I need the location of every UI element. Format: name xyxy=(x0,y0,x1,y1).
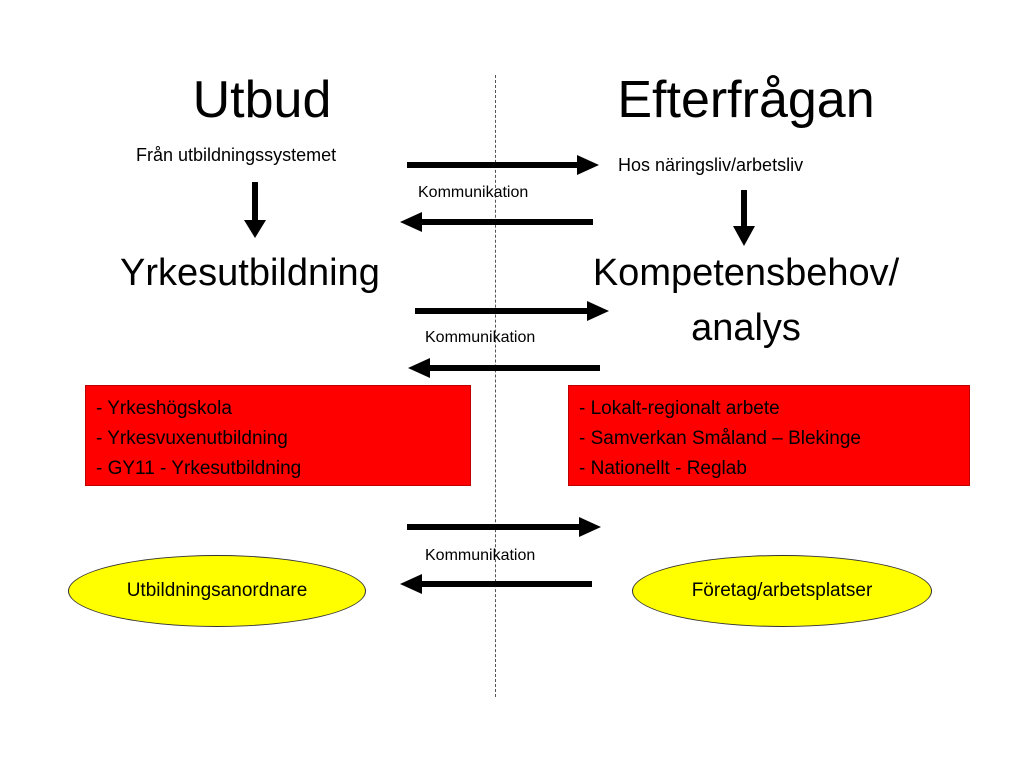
right-source-label: Hos näringsliv/arbetsliv xyxy=(618,155,804,175)
communication-label-1: Kommunikation xyxy=(418,184,529,201)
right-red-box: - Lokalt-regionalt arbete - Samverkan Sm… xyxy=(568,385,970,486)
left-title: Utbud xyxy=(192,71,332,129)
arrow-left-2 xyxy=(408,358,600,378)
right-actor-label: Företag/arbetsplatser xyxy=(691,580,873,601)
arrow-left-1 xyxy=(400,212,593,232)
arrow-right-3 xyxy=(407,517,601,537)
left-item-3: - GY11 - Yrkesutbildning xyxy=(96,458,302,479)
right-item-2: - Samverkan Småland – Blekinge xyxy=(579,428,861,449)
arrow-left-3 xyxy=(400,574,592,594)
right-item-1: - Lokalt-regionalt arbete xyxy=(579,398,780,419)
right-title: Efterfrågan xyxy=(617,71,875,129)
arrow-right-1 xyxy=(407,155,599,175)
left-red-box: - Yrkeshögskola - Yrkesvuxenutbildning -… xyxy=(85,385,471,486)
left-level2-heading: Yrkesutbildning xyxy=(120,252,380,294)
right-level2-heading-line2: analys xyxy=(691,307,801,349)
down-arrow-right xyxy=(733,190,755,246)
center-divider-line xyxy=(495,75,496,697)
right-item-3: - Nationellt - Reglab xyxy=(579,458,747,479)
arrow-right-2 xyxy=(415,301,609,321)
left-actor-label: Utbildningsanordnare xyxy=(126,580,308,601)
right-level2-heading-line1: Kompetensbehov/ xyxy=(592,252,900,294)
left-actor-ellipse: Utbildningsanordnare xyxy=(68,555,366,627)
right-actor-ellipse: Företag/arbetsplatser xyxy=(632,555,932,627)
down-arrow-left xyxy=(244,182,266,238)
left-source-label: Från utbildningssystemet xyxy=(136,145,337,165)
left-item-2: - Yrkesvuxenutbildning xyxy=(96,428,288,449)
communication-label-2: Kommunikation xyxy=(425,329,536,346)
communication-label-3: Kommunikation xyxy=(425,547,536,564)
left-item-1: - Yrkeshögskola xyxy=(96,398,232,419)
